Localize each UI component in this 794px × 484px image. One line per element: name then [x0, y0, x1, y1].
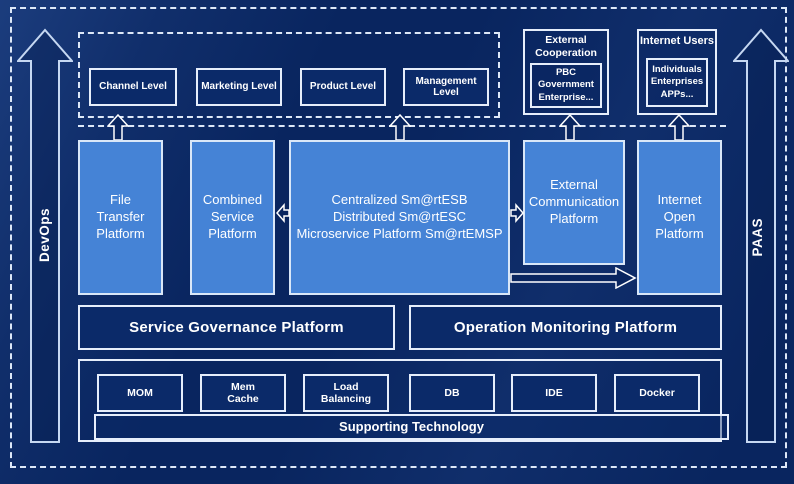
long-right-arrow-icon — [510, 267, 637, 289]
external-cooperation-box: External Cooperation PBC Government Ente… — [523, 29, 609, 115]
channel-level-box: Channel Level — [89, 68, 177, 106]
service-governance-platform-box: Service Governance Platform — [78, 305, 395, 350]
product-level-box: Product Level — [300, 68, 386, 106]
combined-service-platform-box: Combined Service Platform — [190, 140, 275, 295]
management-level-box: Management Level — [403, 68, 489, 106]
right-arrow-icon — [510, 203, 524, 223]
left-arrow-icon — [276, 203, 290, 223]
up-arrow-icon — [559, 114, 581, 141]
up-arrow-icon — [668, 114, 690, 141]
marketing-level-box: Marketing Level — [196, 68, 282, 106]
internet-users-title: Internet Users — [640, 35, 714, 47]
internet-users-box: Internet Users Individuals Enterprises A… — [637, 29, 717, 115]
external-cooperation-title: External Cooperation — [535, 34, 597, 60]
paas-up-arrow-icon — [733, 28, 789, 443]
devops-rail-label: DevOps — [37, 208, 52, 263]
supporting-technology-bar: Supporting Technology — [94, 414, 729, 440]
esb-platform-box: Centralized Sm@rtESB Distributed Sm@rtES… — [289, 140, 510, 295]
up-arrow-icon — [389, 114, 411, 141]
tech-box-db: DB — [409, 374, 495, 412]
operation-monitoring-platform-box: Operation Monitoring Platform — [409, 305, 722, 350]
internet-open-platform-box: Internet Open Platform — [637, 140, 722, 295]
external-communication-platform-box: External Communication Platform — [523, 140, 625, 265]
tech-box-ide: IDE — [511, 374, 597, 412]
outer-dashed-border — [10, 7, 787, 468]
supporting-technology-container — [78, 359, 722, 442]
tech-box-docker: Docker — [614, 374, 700, 412]
external-cooperation-members: PBC Government Enterprise... — [530, 63, 602, 108]
tech-box-mom: MOM — [97, 374, 183, 412]
file-transfer-platform-box: File Transfer Platform — [78, 140, 163, 295]
tech-box-mem-cache: Mem Cache — [200, 374, 286, 412]
paas-rail-label: PAAS — [750, 218, 765, 257]
internet-users-members: Individuals Enterprises APPs... — [646, 58, 708, 107]
tech-box-load-balancing: Load Balancing — [303, 374, 389, 412]
devops-up-arrow-icon — [17, 28, 73, 443]
business-level-band — [78, 32, 500, 118]
up-arrow-icon — [107, 114, 129, 141]
